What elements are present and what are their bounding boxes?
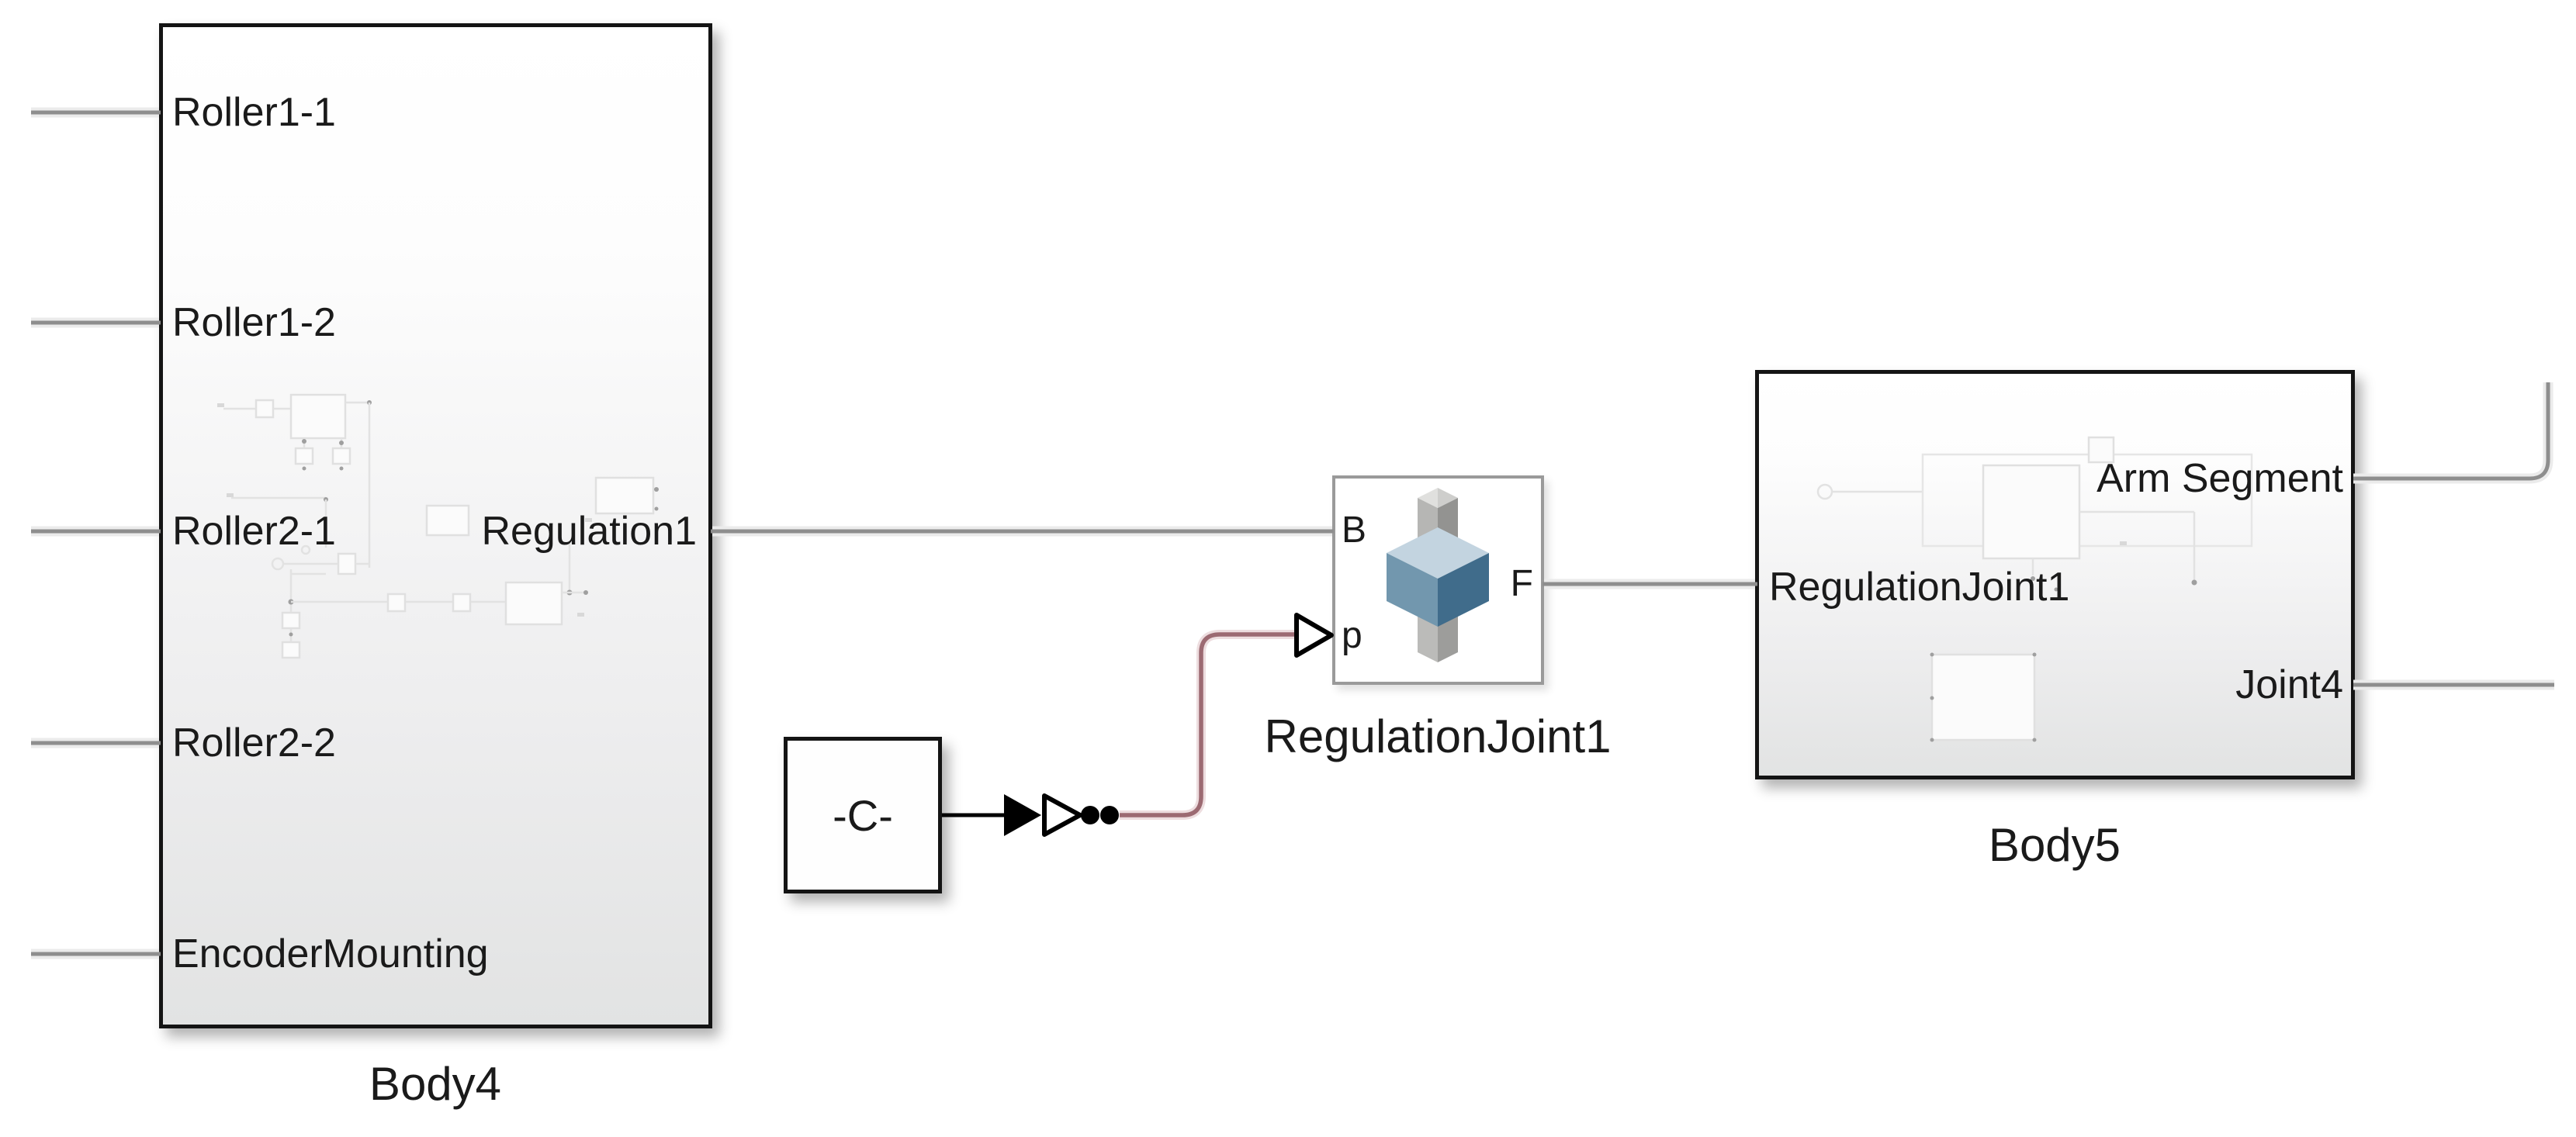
joint-port-label-p: p (1342, 615, 1362, 656)
wire-constant-signal[interactable] (942, 793, 1119, 837)
converter-triangle-icon (1042, 793, 1082, 837)
body4-input-wires[interactable] (31, 107, 161, 959)
body4-port-label-roller1-2: Roller1-2 (172, 300, 336, 345)
ps-line-dot (1081, 806, 1099, 824)
body5-contents-preview (1816, 436, 2253, 742)
subsystem-block-body5[interactable] (1755, 370, 2355, 779)
body4-port-label-roller2-2: Roller2-2 (172, 721, 336, 765)
block-name-body5[interactable]: Body5 (1988, 819, 2121, 871)
block-name-body4[interactable]: Body4 (369, 1058, 502, 1110)
ps-line-dot (1100, 806, 1119, 824)
block-name-regulationjoint1[interactable]: RegulationJoint1 (1264, 710, 1612, 762)
joint-port-label-f: F (1510, 563, 1533, 604)
physical-signal-input-port-icon (1294, 613, 1334, 658)
joint-port-label-b: B (1342, 510, 1367, 551)
prismatic-joint-icon (1387, 488, 1489, 662)
body4-port-label-encodermounting: EncoderMounting (172, 931, 489, 976)
body4-contents-preview (217, 393, 659, 659)
body5-port-label-arm-segment: Arm Segment (2096, 456, 2343, 501)
body4-port-label-roller1-1: Roller1-1 (172, 90, 336, 135)
wire-physical-signal-to-p[interactable] (1120, 613, 1334, 820)
body5-port-label-regulationjoint1: RegulationJoint1 (1769, 565, 2070, 610)
body4-port-label-regulation1: Regulation1 (481, 509, 697, 554)
constant-block[interactable]: -C- (784, 737, 942, 893)
signal-arrowhead-icon (1004, 794, 1041, 836)
body5-port-label-joint4: Joint4 (2235, 662, 2343, 707)
constant-value: -C- (833, 790, 893, 840)
body4-port-label-roller2-1: Roller2-1 (172, 509, 336, 554)
wire-arm-segment-out[interactable] (2353, 382, 2553, 484)
